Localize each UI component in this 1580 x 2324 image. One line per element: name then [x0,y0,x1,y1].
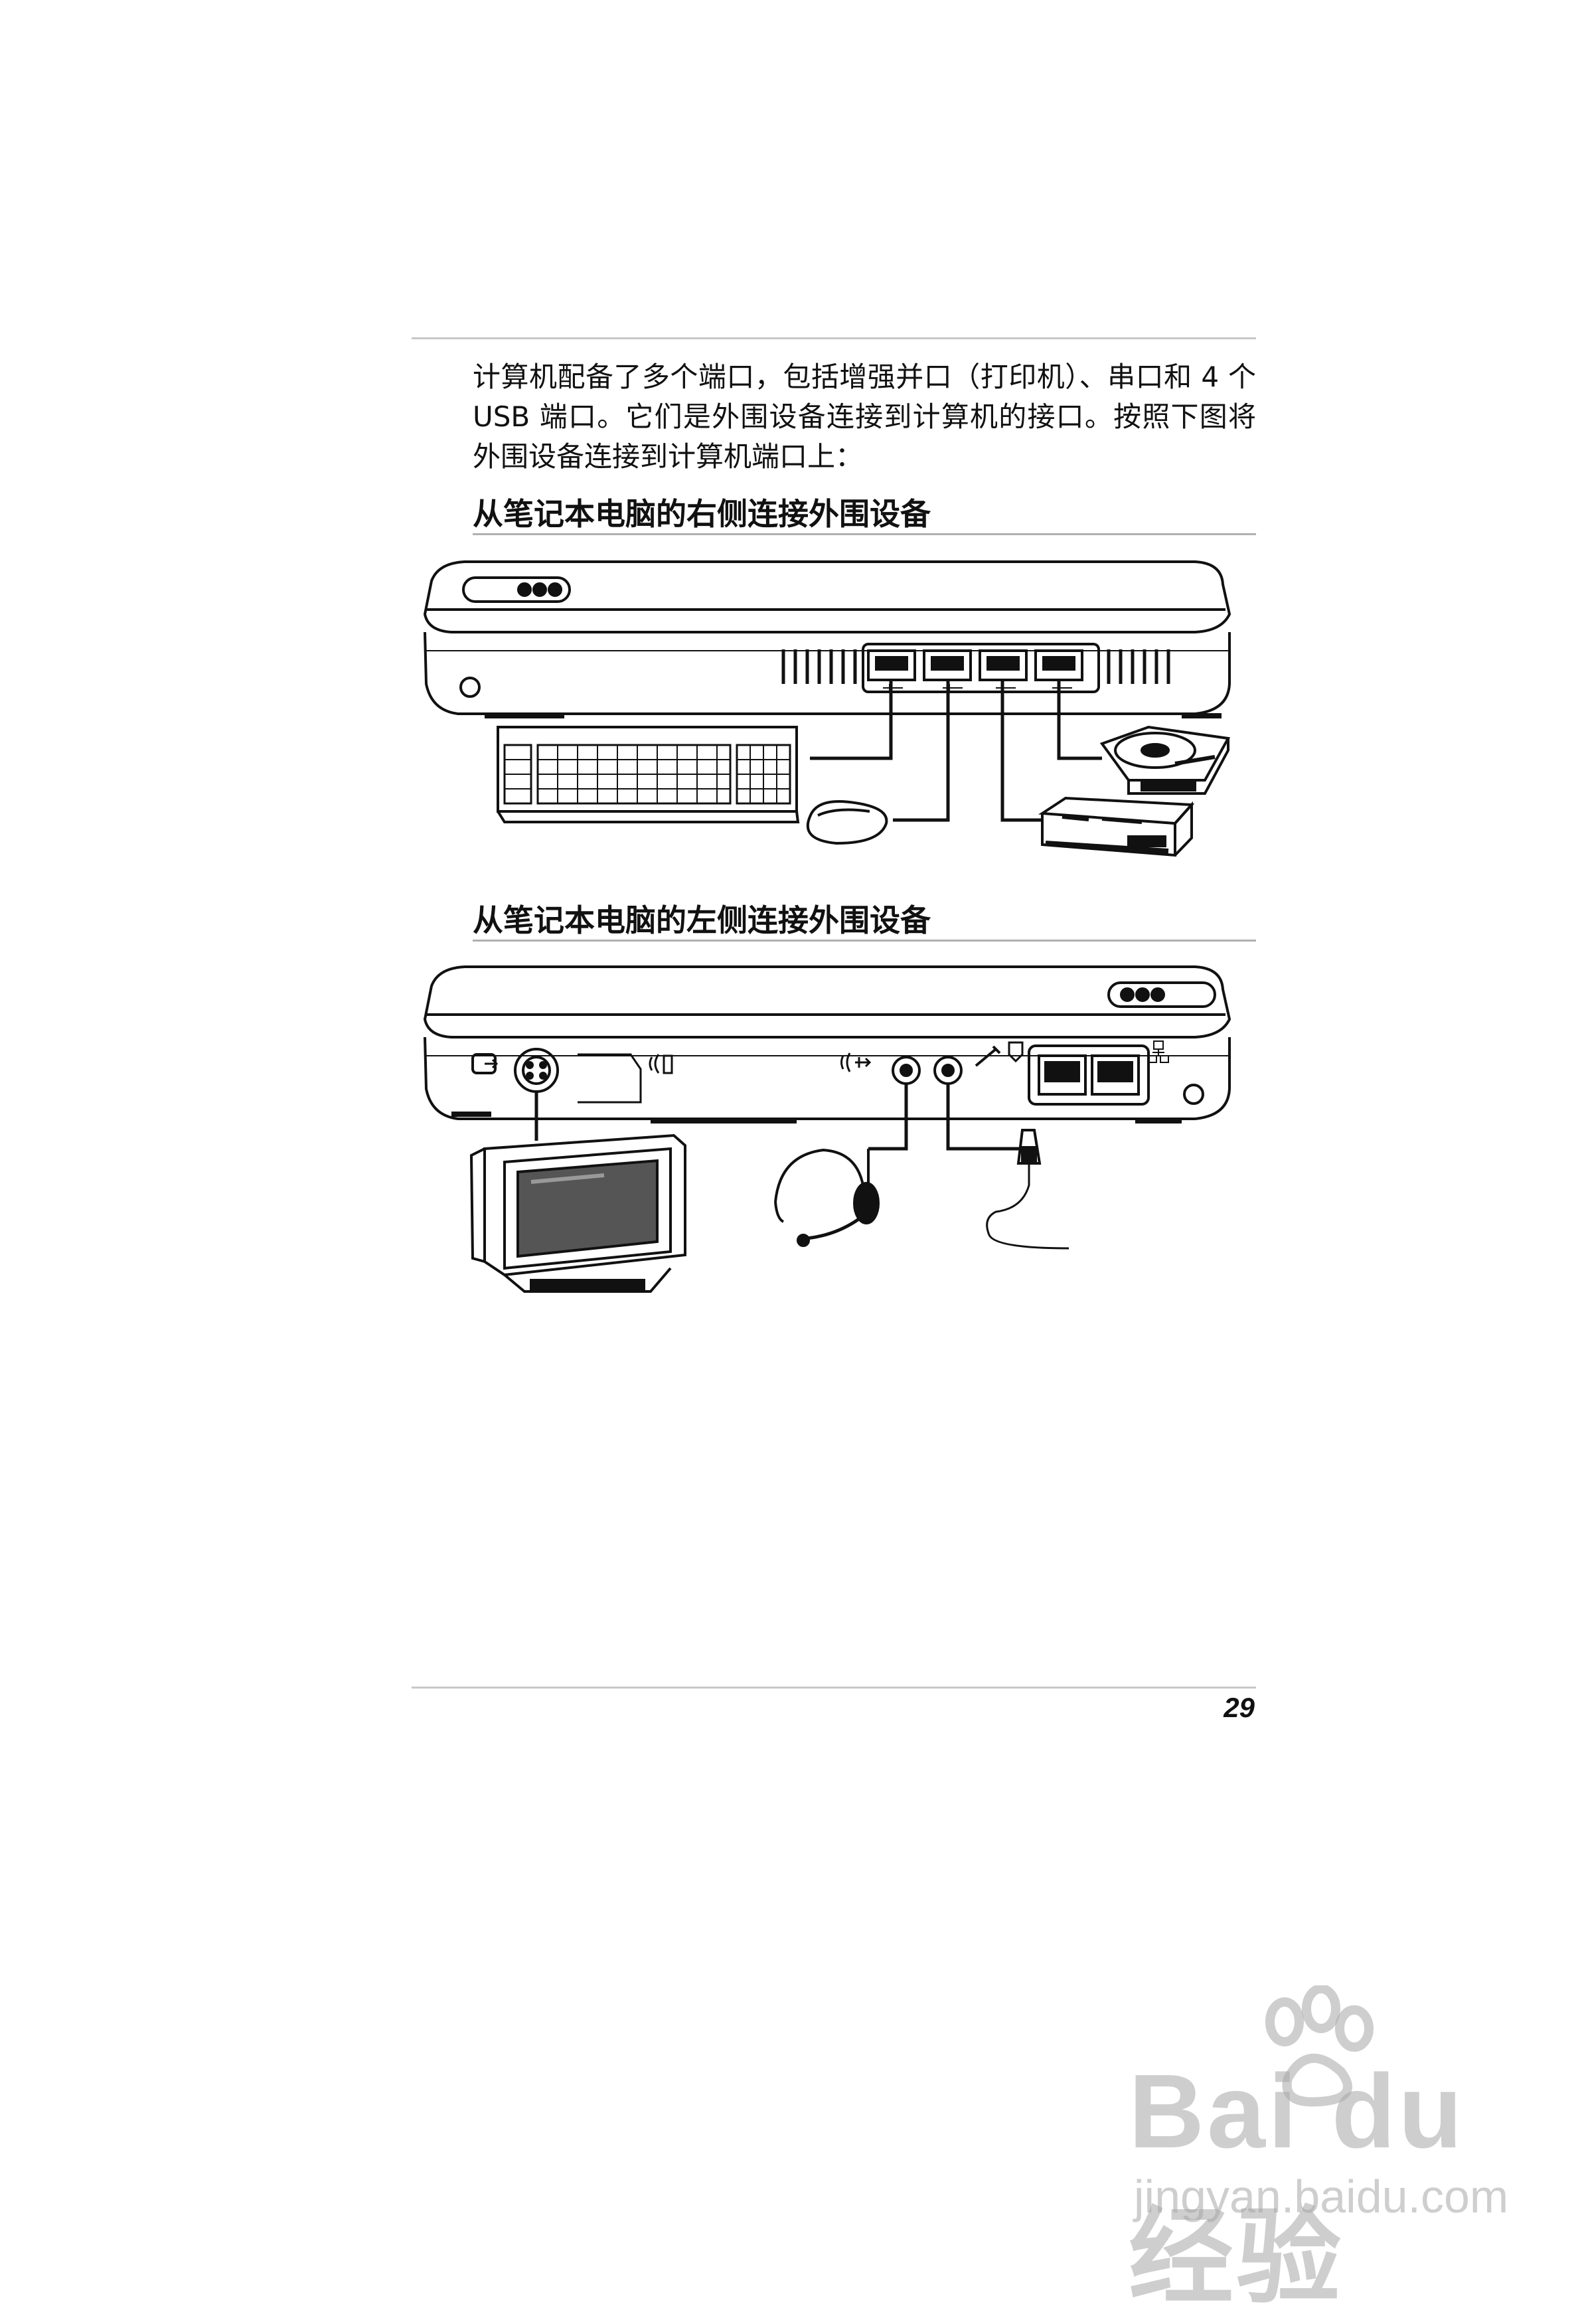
headphone-icon [774,1148,880,1247]
left-side-figure [423,965,1231,1293]
top-rule [412,337,1256,339]
floppy-drive-icon [1038,796,1195,857]
intro-paragraph: 计算机配备了多个端口，包括增强并口（打印机）、串口和 4 个 USB 端口。它们… [473,361,1256,473]
right-side-figure [423,560,1231,857]
baidu-paw-icon [1265,1985,1374,2107]
microphone-jack-icon [933,1041,1024,1085]
laptop-left-side [423,965,1231,1123]
watermark-url: jingyan.baidu.com [1134,2171,1509,2222]
section-rule-right [473,533,1256,535]
section-rule-left [473,940,1256,942]
bottom-rule [412,1687,1256,1689]
modem-port-icon [1028,1044,1150,1106]
page-number: 29 [1224,1692,1255,1723]
s-video-port-icon [514,1048,559,1141]
usb-port-icon [867,649,1083,692]
audio-connection-lines [868,1084,996,1151]
monitor-icon [469,1133,686,1293]
headphone-jack-icon [840,1052,921,1085]
section-heading-right: 从笔记本电脑的右侧连接外围设备 [473,496,931,532]
mouse-icon [806,800,888,845]
usb-connection-lines [810,681,1102,822]
microphone-icon [986,1129,1069,1250]
keyboard-icon [497,726,800,823]
laptop-right-side [423,560,1231,718]
cd-drive-icon [1099,725,1231,795]
section-heading-left: 从笔记本电脑的左侧连接外围设备 [473,902,931,938]
lan-port-icon [1091,1040,1169,1096]
